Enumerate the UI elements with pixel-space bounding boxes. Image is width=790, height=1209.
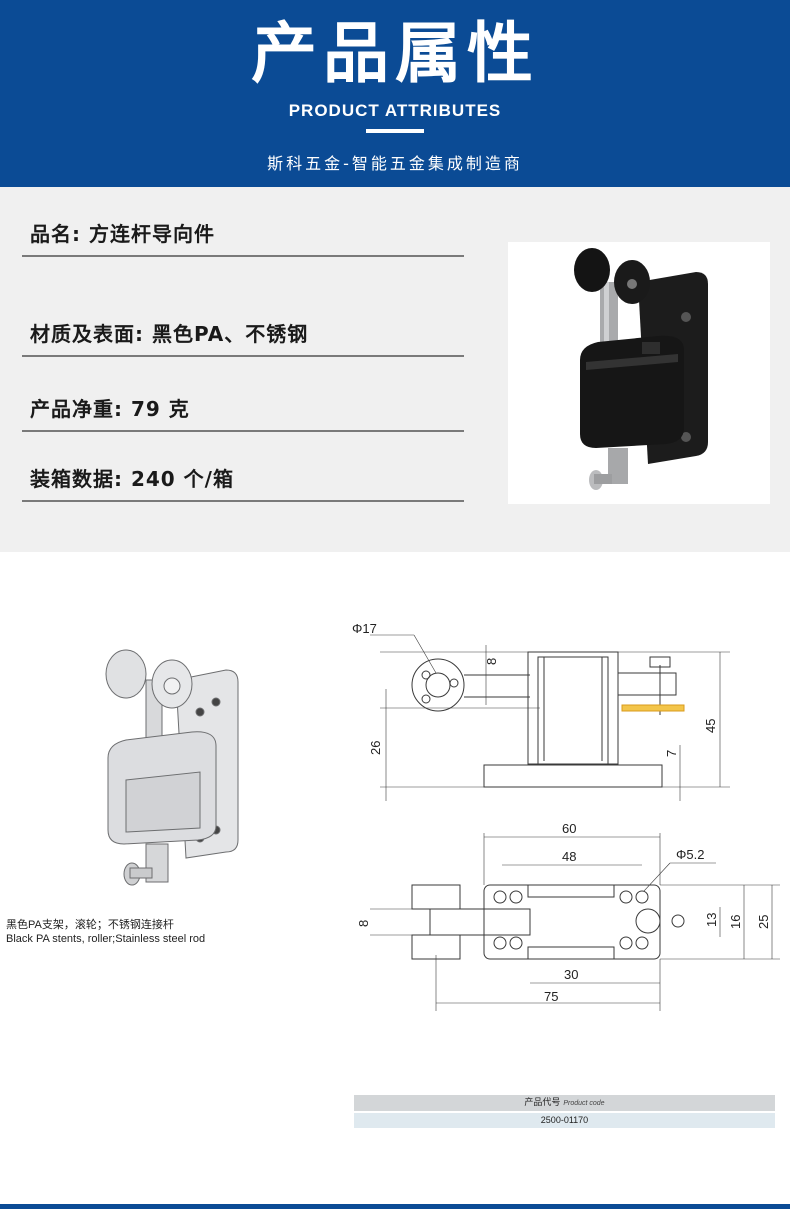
product-photo-image	[574, 248, 708, 490]
title-divider	[366, 129, 424, 133]
product-photo	[508, 242, 770, 504]
attribute-row-packing: 装箱数据: 240 个/箱	[22, 460, 464, 502]
attribute-row-weight: 产品净重: 79 克	[22, 390, 464, 432]
dim-13: 13	[704, 913, 719, 927]
product-3d-drawing	[105, 649, 239, 886]
header-banner: 产品属性 PRODUCT ATTRIBUTES 斯科五金-智能五金集成制造商	[0, 0, 790, 187]
material-caption: 黑色PA支架，滚轮；不锈钢连接杆 Black PA stents, roller…	[6, 918, 205, 946]
dim-75: 75	[544, 989, 558, 1004]
side-view-drawing: Φ17 8 26 7 45	[352, 621, 730, 801]
dim-60: 60	[562, 821, 576, 836]
dim-25: 25	[756, 915, 771, 929]
dim-8-left: 8	[356, 920, 371, 927]
company-tagline: 斯科五金-智能五金集成制造商	[267, 154, 523, 173]
attribute-text: 品名: 方连杆导向件	[30, 222, 215, 246]
top-view-drawing: 60 48 Φ5.2 8 13 16 25 30 75	[356, 821, 780, 1011]
attribute-text: 材质及表面: 黑色PA、不锈钢	[30, 322, 309, 346]
product-code-header: 产品代号 Product code	[354, 1095, 775, 1111]
attribute-row-name: 品名: 方连杆导向件	[22, 215, 464, 257]
dim-phi17: Φ17	[352, 621, 377, 636]
page-title: 产品属性	[251, 15, 539, 92]
product-code-label-zh: 产品代号	[524, 1098, 561, 1108]
attributes-panel: 品名: 方连杆导向件 材质及表面: 黑色PA、不锈钢 产品净重: 79 克 装箱…	[0, 187, 790, 552]
dim-45: 45	[703, 719, 718, 733]
dim-8-top: 8	[484, 658, 499, 665]
product-code-label-en: Product code	[563, 1100, 605, 1107]
dim-30: 30	[564, 967, 578, 982]
caption-chinese: 黑色PA支架，滚轮；不锈钢连接杆	[6, 919, 174, 931]
dim-7: 7	[664, 750, 679, 757]
dim-16: 16	[728, 915, 743, 929]
attribute-text: 装箱数据: 240 个/箱	[30, 467, 234, 491]
dim-phi5-2: Φ5.2	[676, 847, 704, 862]
dim-26: 26	[368, 741, 383, 755]
dim-48: 48	[562, 849, 576, 864]
attribute-text: 产品净重: 79 克	[30, 397, 190, 421]
bottom-border	[0, 1204, 790, 1209]
page-subtitle: PRODUCT ATTRIBUTES	[288, 101, 502, 120]
caption-english: Black PA stents, roller;Stainless steel …	[6, 933, 206, 945]
product-code-table: 产品代号 Product code 2500-01170	[354, 1095, 775, 1128]
attribute-row-material: 材质及表面: 黑色PA、不锈钢	[22, 315, 464, 357]
product-code-value: 2500-01170	[354, 1113, 775, 1128]
